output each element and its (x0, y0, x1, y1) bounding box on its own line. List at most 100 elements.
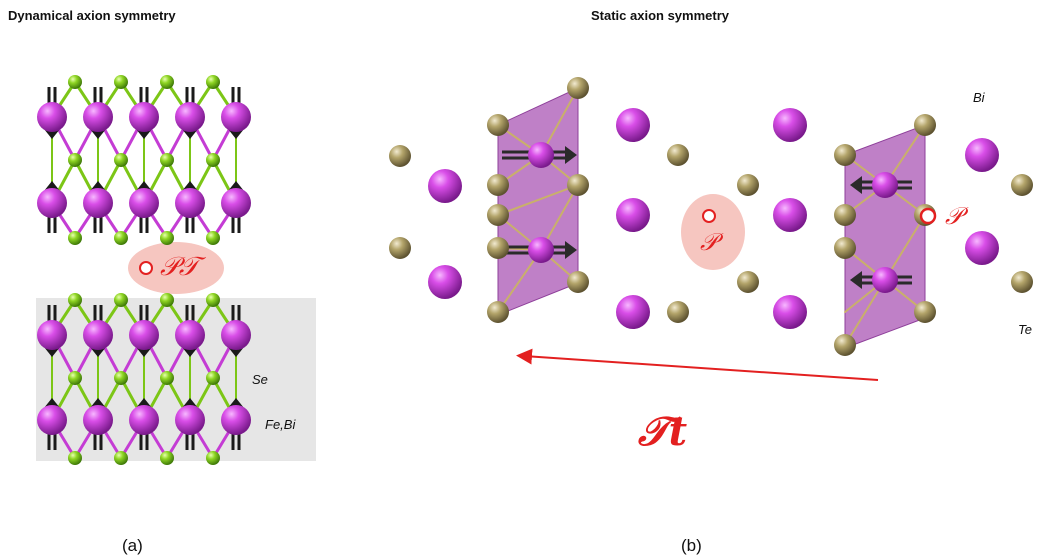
spin-arrowhead (90, 129, 106, 139)
se-atom (206, 371, 220, 385)
spin-arrowhead (565, 241, 577, 259)
spin-arrowhead (44, 398, 60, 408)
te-atom (567, 271, 589, 293)
se-atom (114, 75, 128, 89)
bi-atom (872, 267, 898, 293)
se-atom (68, 451, 82, 465)
se-atom (114, 451, 128, 465)
fe-bi-atom (129, 102, 159, 132)
se-atom (68, 371, 82, 385)
fe-bi-atom (83, 405, 113, 435)
se-atom (160, 293, 174, 307)
bi-atom (528, 237, 554, 263)
spin-arrowhead (136, 129, 152, 139)
octahedron (844, 124, 926, 349)
te-atom (667, 301, 689, 323)
substrate-shaded-box (36, 298, 316, 461)
title-dynamical: Dynamical axion symmetry (8, 8, 176, 23)
fe-bi-atom (175, 102, 205, 132)
se-atom (114, 231, 128, 245)
te-atom (1011, 174, 1033, 196)
title-static: Static axion symmetry (591, 8, 730, 23)
te-atom (487, 204, 509, 226)
te-atom (487, 174, 509, 196)
label-se: Se (252, 372, 268, 387)
fe-bi-atom (37, 102, 67, 132)
panel-label-b: (b) (681, 536, 702, 555)
se-atom (68, 293, 82, 307)
spin-arrowhead (182, 347, 198, 357)
te-atom (914, 301, 936, 323)
fe-bi-atom (129, 188, 159, 218)
se-atom (206, 75, 220, 89)
fe-bi-atom (37, 188, 67, 218)
te-atom (737, 271, 759, 293)
translation-arrow (516, 348, 879, 381)
symbol-tt: 𝒯t (638, 408, 688, 455)
label-fe-bi: Fe,Bi (265, 417, 296, 432)
te-atom (567, 174, 589, 196)
bi-atom (773, 108, 807, 142)
te-atom (567, 77, 589, 99)
te-atom (834, 237, 856, 259)
fe-bi-atom (83, 102, 113, 132)
spin-arrowhead (90, 347, 106, 357)
symbol-p-center: 𝒫 (700, 228, 718, 256)
se-atom (160, 153, 174, 167)
static-structure (389, 77, 1033, 356)
te-atom (389, 145, 411, 167)
spin-arrowhead (90, 181, 106, 191)
fe-bi-atom (129, 405, 159, 435)
p-inversion-point-right (919, 207, 937, 225)
fe-bi-atom (221, 188, 251, 218)
bi-atom (965, 231, 999, 265)
spin-arrowhead (228, 347, 244, 357)
te-atom (1011, 271, 1033, 293)
pt-inversion-point (139, 261, 153, 275)
bi-atom (528, 142, 554, 168)
p-highlight (681, 194, 745, 270)
spin-arrowhead (136, 347, 152, 357)
te-atom (914, 114, 936, 136)
spin-arrowhead (136, 398, 152, 408)
bi-atom (872, 172, 898, 198)
spin-arrowhead (44, 129, 60, 139)
spin-arrowhead (565, 146, 577, 164)
bi-atom (428, 265, 462, 299)
te-atom (389, 237, 411, 259)
spin-arrowhead (228, 181, 244, 191)
spin-arrowhead (850, 271, 862, 289)
te-atom (487, 301, 509, 323)
fe-bi-atom (175, 320, 205, 350)
symbol-p-right: 𝒫 (945, 202, 963, 230)
fe-bi-atom (221, 405, 251, 435)
bi-atom (773, 198, 807, 232)
bond (497, 184, 579, 216)
bi-atom (965, 138, 999, 172)
spin-arrowhead (44, 347, 60, 357)
symbol-pt: 𝒫𝒯 (160, 252, 199, 282)
se-atom (206, 231, 220, 245)
se-atom (160, 451, 174, 465)
pt-highlight (128, 242, 224, 294)
octahedron (497, 87, 579, 316)
spin-arrowhead (228, 129, 244, 139)
fe-bi-atom (83, 320, 113, 350)
fe-bi-atom (175, 405, 205, 435)
bi-atom (616, 108, 650, 142)
bi-atom (773, 295, 807, 329)
te-atom (834, 334, 856, 356)
te-atom (487, 237, 509, 259)
spin-arrowhead (182, 129, 198, 139)
se-atom (160, 75, 174, 89)
bi-atom (616, 198, 650, 232)
fe-bi-atom (221, 320, 251, 350)
se-atom (114, 371, 128, 385)
spin-arrowhead (228, 398, 244, 408)
se-atom (206, 451, 220, 465)
spin-arrowhead (182, 398, 198, 408)
te-atom (667, 144, 689, 166)
spin-arrowhead (136, 181, 152, 191)
p-inversion-point-center (702, 209, 716, 223)
